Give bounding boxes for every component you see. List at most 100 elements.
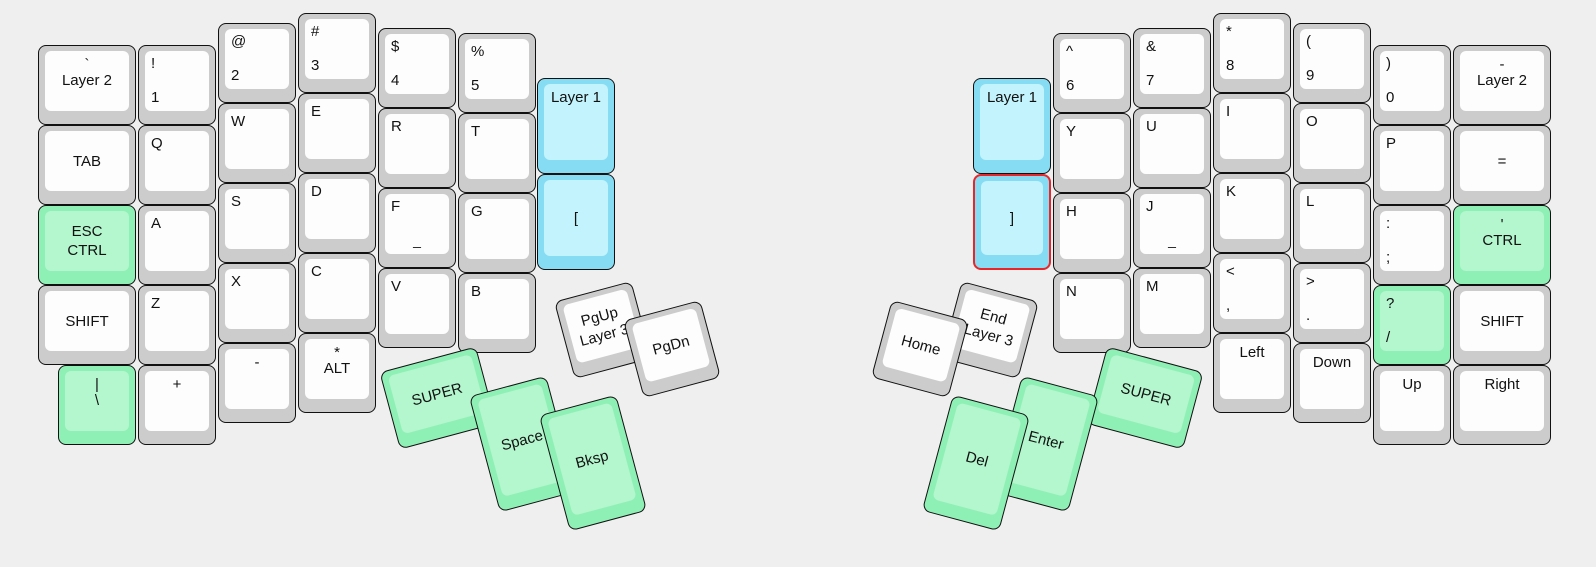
keycap: ]: [981, 181, 1043, 255]
legend-top: ': [1500, 216, 1504, 233]
keycap: @2: [225, 29, 289, 89]
keycap: Layer 1: [544, 84, 608, 160]
keycap: J_: [1140, 194, 1204, 254]
legend-top: Y: [1066, 123, 1077, 140]
key-r-p[interactable]: P: [1373, 125, 1451, 205]
key-r-comma[interactable]: <,: [1213, 253, 1291, 333]
key-r-equal[interactable]: =: [1453, 125, 1551, 205]
legend-top: ): [1386, 55, 1391, 72]
keycap: >.: [1300, 269, 1364, 329]
legend-center: ]: [1009, 209, 1015, 227]
key-l-2[interactable]: @2: [218, 23, 296, 103]
legend-center: Enter: [1026, 427, 1066, 453]
key-r-slash[interactable]: ?/: [1373, 285, 1451, 365]
key-r-h[interactable]: H: [1053, 193, 1131, 273]
legend-bottom: CTRL: [1482, 232, 1522, 249]
keycap: -: [225, 349, 289, 409]
key-r-right[interactable]: Right: [1453, 365, 1551, 445]
key-l-a[interactable]: A: [138, 205, 216, 285]
key-r-shift[interactable]: SHIFT: [1453, 285, 1551, 365]
key-r-l[interactable]: L: [1293, 183, 1371, 263]
keycap: <,: [1220, 259, 1284, 319]
keycap: P: [1380, 131, 1444, 191]
key-r-m[interactable]: M: [1133, 268, 1211, 348]
keycap: :;: [1380, 211, 1444, 271]
key-l-x[interactable]: X: [218, 263, 296, 343]
keycap: Up: [1380, 371, 1444, 431]
legend-center: =: [1497, 152, 1507, 170]
key-r-6[interactable]: ^6: [1053, 33, 1131, 113]
legend-top: &: [1146, 38, 1157, 55]
key-l-4[interactable]: $4: [378, 28, 456, 108]
key-r-minus-layer2[interactable]: -Layer 2: [1453, 45, 1551, 125]
keycap: Del: [932, 402, 1022, 516]
key-r-j[interactable]: J_: [1133, 188, 1211, 268]
legend-top: M: [1146, 278, 1159, 295]
legend-top: O: [1306, 113, 1318, 130]
keycap: Down: [1300, 349, 1364, 409]
keycap: [: [544, 180, 608, 256]
legend-top: H: [1066, 203, 1077, 220]
keycap: N: [1060, 279, 1124, 339]
key-l-lbracket[interactable]: [: [537, 174, 615, 270]
key-r-k[interactable]: K: [1213, 173, 1291, 253]
key-r-7[interactable]: &7: [1133, 28, 1211, 108]
key-r-u[interactable]: U: [1133, 108, 1211, 188]
key-r-up[interactable]: Up: [1373, 365, 1451, 445]
key-r-i[interactable]: I: [1213, 93, 1291, 173]
legend-top: >: [1306, 273, 1315, 290]
key-r-n[interactable]: N: [1053, 273, 1131, 353]
key-r-super[interactable]: SUPER: [1086, 346, 1204, 450]
legend-top: ?: [1386, 295, 1395, 312]
keycap: Left: [1220, 339, 1284, 399]
key-r-9[interactable]: (9: [1293, 23, 1371, 103]
keycap: *8: [1220, 19, 1284, 79]
keycap: M: [1140, 274, 1204, 334]
keycap: -Layer 2: [1460, 51, 1544, 111]
legend-top: P: [1386, 135, 1397, 152]
keycap: &7: [1140, 34, 1204, 94]
key-l-b[interactable]: B: [458, 273, 536, 353]
key-l-minus[interactable]: -: [218, 343, 296, 423]
legend-top: L: [1306, 193, 1315, 210]
key-l-3[interactable]: #3: [298, 13, 376, 93]
key-l-z[interactable]: Z: [138, 285, 216, 365]
key-l-1[interactable]: !1: [138, 45, 216, 125]
key-l-t[interactable]: T: [458, 113, 536, 193]
keycap: O: [1300, 109, 1364, 169]
key-r-down[interactable]: Down: [1293, 343, 1371, 423]
legend-center: Layer 1: [986, 89, 1038, 106]
key-l-g[interactable]: G: [458, 193, 536, 273]
key-r-o[interactable]: O: [1293, 103, 1371, 183]
key-r-left[interactable]: Left: [1213, 333, 1291, 413]
legend-top: -: [1499, 56, 1505, 73]
keycap: ?/: [1380, 291, 1444, 351]
legend-bottom: 0: [1386, 89, 1395, 106]
legend-bottom: /: [1386, 329, 1391, 346]
legend-top: I: [1226, 103, 1231, 120]
key-r-quote-ctrl[interactable]: 'CTRL: [1453, 205, 1551, 285]
legend-bottom: 8: [1226, 57, 1235, 74]
key-l-layer1[interactable]: Layer 1: [537, 78, 615, 174]
key-l-grave-layer2[interactable]: `Layer 2: [38, 45, 136, 125]
key-l-alt[interactable]: *ALT: [298, 333, 376, 413]
key-l-c[interactable]: C: [298, 253, 376, 333]
keycap: SUPER: [1096, 354, 1196, 435]
key-r-rbracket[interactable]: ]: [973, 174, 1051, 270]
key-l-q[interactable]: Q: [138, 125, 216, 205]
keycap: K: [1220, 179, 1284, 239]
legend-top: ^: [1066, 43, 1074, 60]
keycap: A: [145, 211, 209, 271]
keycap: U: [1140, 114, 1204, 174]
key-r-period[interactable]: >.: [1293, 263, 1371, 343]
key-r-8[interactable]: *8: [1213, 13, 1291, 93]
legend-center: Home: [899, 331, 943, 359]
key-r-0[interactable]: )0: [1373, 45, 1451, 125]
key-r-y[interactable]: Y: [1053, 113, 1131, 193]
key-r-layer1[interactable]: Layer 1: [973, 78, 1051, 174]
key-r-colon[interactable]: :;: [1373, 205, 1451, 285]
legend-bottom: 7: [1146, 72, 1155, 89]
key-r-del[interactable]: Del: [921, 394, 1031, 532]
key-l-d[interactable]: D: [298, 173, 376, 253]
